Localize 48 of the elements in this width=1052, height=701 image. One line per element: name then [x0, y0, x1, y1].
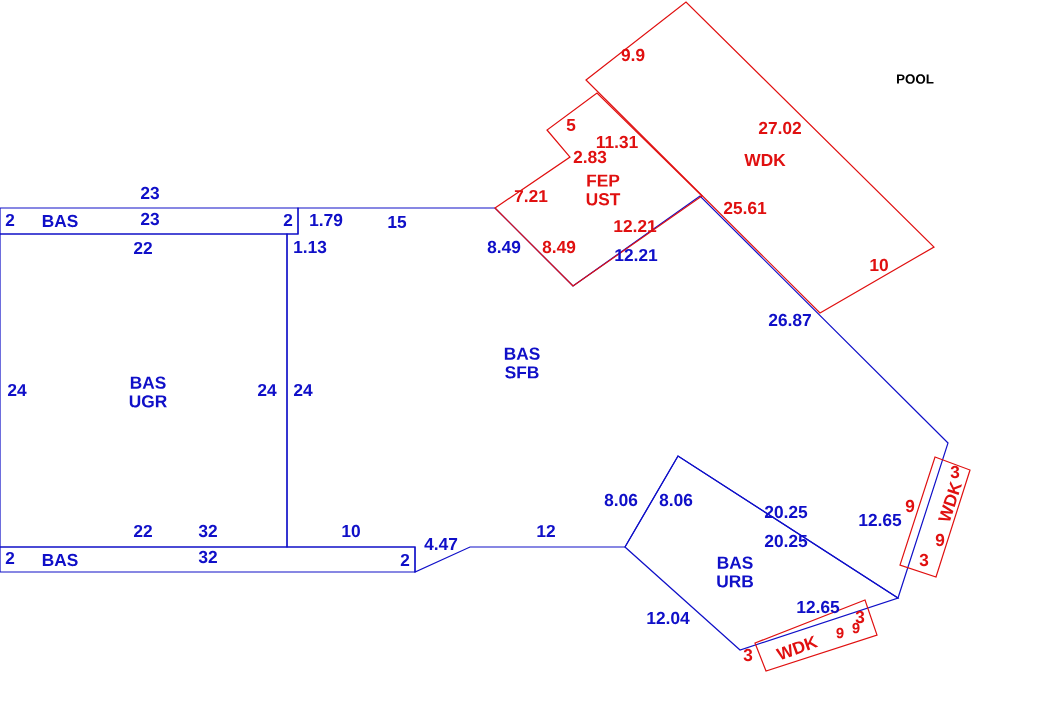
dimension-label: 8.49 [542, 240, 576, 254]
dimension-label: 8.06 [659, 493, 693, 507]
dimension-label: 9 [836, 627, 844, 639]
dimension-label: 26.87 [768, 313, 811, 327]
dimension-label: 10 [342, 524, 360, 538]
dimension-label: 23 [140, 186, 159, 200]
dimension-label: 12.21 [615, 248, 658, 262]
dimension-label: 12.65 [859, 513, 902, 527]
dimension-label: 24 [7, 383, 27, 397]
dimension-label: 2.83 [573, 150, 607, 164]
dimension-label: 20.25 [764, 534, 808, 548]
dimension-label: 23 [140, 212, 159, 226]
dimension-label: 2 [400, 553, 410, 567]
dimension-label: 15 [388, 215, 407, 229]
dimension-label: 12 [537, 524, 555, 538]
dimension-label: 22 [133, 524, 152, 538]
dimension-label: 11.31 [596, 135, 638, 149]
dimension-label: 27.02 [758, 121, 801, 135]
dimension-label: 12.65 [797, 600, 840, 614]
dimension-label: 5 [566, 118, 576, 132]
dimension-label: 9 [852, 622, 860, 634]
dimension-label: 24 [293, 383, 313, 397]
dimension-label: 2 [5, 551, 15, 565]
dimension-label: 25.61 [723, 201, 767, 215]
dimension-label: 3 [919, 553, 929, 567]
dimension-label: 8.06 [604, 493, 638, 507]
dimension-label: 22 [133, 241, 152, 255]
dimension-label: 20.25 [764, 505, 808, 519]
dimension-label: 24 [257, 383, 277, 397]
dimension-label: 9 [935, 533, 945, 547]
dimension-label: 3 [743, 648, 753, 662]
dimension-label: 1.79 [310, 213, 343, 227]
dimension-label: 9.9 [621, 48, 645, 62]
dimension-label: 3 [950, 465, 960, 479]
dimension-label: 2 [5, 213, 15, 227]
dimension-label: 2 [283, 213, 293, 227]
dimension-label: 4.47 [424, 538, 458, 550]
dimension-label: 7.21 [514, 189, 548, 203]
dimension-label: 1.13 [294, 240, 327, 254]
dimension-label: 3 [855, 610, 865, 624]
dimension-label: 12.21 [614, 219, 657, 233]
dimension-label: 10 [870, 258, 888, 272]
area-label: POOL [897, 74, 934, 84]
dimension-label: 12.04 [647, 611, 690, 625]
dimension-label: 9 [905, 499, 915, 513]
dimension-label: 32 [198, 524, 217, 538]
dimension-label: 32 [198, 550, 217, 564]
dimension-label: 8.49 [487, 240, 521, 254]
